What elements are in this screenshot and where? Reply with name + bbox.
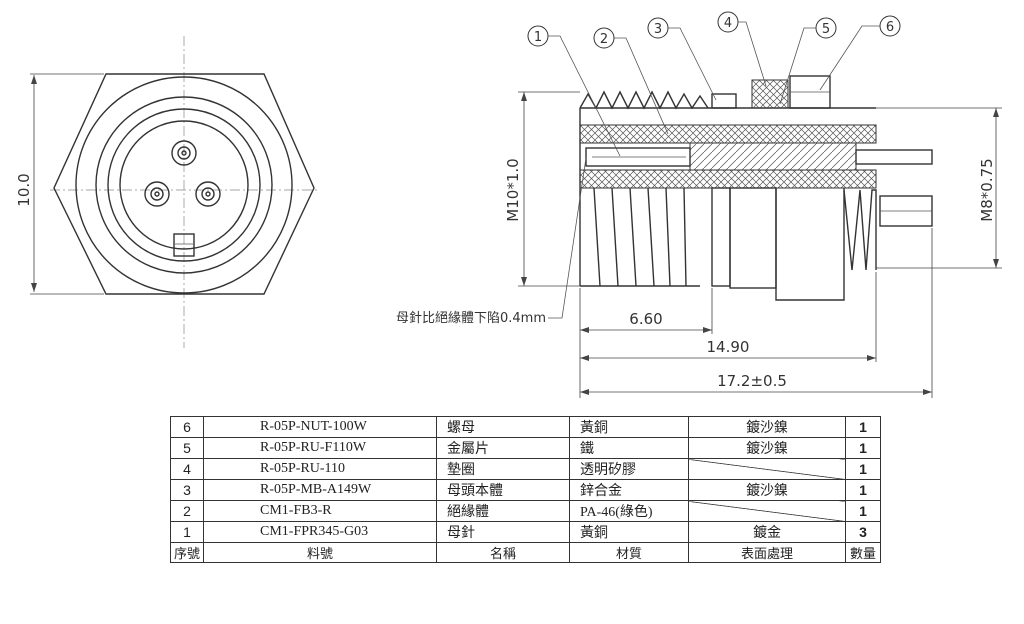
row-finish-empty xyxy=(688,500,846,522)
header-name: 名稱 xyxy=(436,542,570,563)
svg-text:2: 2 xyxy=(600,32,608,47)
table-row: 4 R-05P-RU-110 墊圈 透明矽膠 1 xyxy=(170,458,881,480)
row-part-number: R-05P-RU-F110W xyxy=(203,437,437,459)
header-part-number: 料號 xyxy=(203,542,437,563)
row-material: PA-46(綠色) xyxy=(569,500,689,522)
dim-length-b: 14.90 xyxy=(707,338,750,356)
svg-text:1: 1 xyxy=(534,30,542,45)
header-qty: 數量 xyxy=(845,542,881,563)
svg-text:3: 3 xyxy=(654,22,662,37)
bill-of-materials-table: 6 R-05P-NUT-100W 螺母 黃銅 鍍沙鎳 1 5 R-05P-RU-… xyxy=(170,416,881,563)
row-finish: 鍍沙鎳 xyxy=(688,479,846,501)
balloon-2: 2 xyxy=(593,27,669,135)
row-no: 4 xyxy=(170,458,204,480)
row-part-number: R-05P-MB-A149W xyxy=(203,479,437,501)
row-qty: 1 xyxy=(845,437,881,459)
row-no: 6 xyxy=(170,416,204,438)
row-finish: 鍍金 xyxy=(688,521,846,543)
row-no: 2 xyxy=(170,500,204,522)
table-row: 1 CM1-FPR345-G03 母針 黃銅 鍍金 3 xyxy=(170,521,881,543)
header-material: 材質 xyxy=(569,542,689,563)
row-qty: 1 xyxy=(845,458,881,480)
row-finish-empty xyxy=(688,458,846,480)
row-finish: 鍍沙鎳 xyxy=(688,416,846,438)
header-no: 序號 xyxy=(170,542,204,563)
thread-bottom-grooves xyxy=(593,187,687,287)
row-no: 3 xyxy=(170,479,204,501)
dim-length-a: 6.60 xyxy=(629,310,662,328)
balloon-5: 5 xyxy=(779,17,837,105)
row-name: 母針 xyxy=(436,521,570,543)
row-qty: 1 xyxy=(845,416,881,438)
hex-nut-outline xyxy=(53,73,315,295)
row-qty: 3 xyxy=(845,521,881,543)
row-name: 母頭本體 xyxy=(436,479,570,501)
key-slot xyxy=(173,233,195,257)
table-row: 2 CM1-FB3-R 絕緣體 PA-46(綠色) 1 xyxy=(170,500,881,522)
row-qty: 1 xyxy=(845,500,881,522)
row-no: 1 xyxy=(170,521,204,543)
side-view: 1 2 3 4 5 6 xyxy=(396,11,1002,398)
pin-hole-right xyxy=(195,181,221,207)
row-material: 黃銅 xyxy=(569,521,689,543)
front-height-dim: 10.0 xyxy=(15,173,33,206)
row-name: 金屬片 xyxy=(436,437,570,459)
table-row: 3 R-05P-MB-A149W 母頭本體 鋅合金 鍍沙鎳 1 xyxy=(170,479,881,501)
dim-length-total: 17.2±0.5 xyxy=(717,372,787,390)
balloon-3: 3 xyxy=(647,17,717,101)
table-row: 6 R-05P-NUT-100W 螺母 黃銅 鍍沙鎳 1 xyxy=(170,416,881,438)
row-finish: 鍍沙鎳 xyxy=(688,437,846,459)
svg-text:6: 6 xyxy=(886,20,894,35)
balloon-4: 4 xyxy=(717,11,767,87)
row-part-number: CM1-FB3-R xyxy=(203,500,437,522)
header-finish: 表面處理 xyxy=(688,542,846,563)
connector-drawing: 10.0 1 xyxy=(15,11,1002,398)
pin-hole-top xyxy=(171,140,197,166)
balloon-6: 6 xyxy=(819,15,901,91)
row-part-number: R-05P-NUT-100W xyxy=(203,416,437,438)
dim-thread-left: M10*1.0 xyxy=(504,158,522,221)
washer-part4 xyxy=(751,79,789,109)
row-material: 黃銅 xyxy=(569,416,689,438)
row-name: 絕緣體 xyxy=(436,500,570,522)
svg-text:5: 5 xyxy=(822,22,830,37)
thread-top xyxy=(579,90,709,110)
row-part-number: R-05P-RU-110 xyxy=(203,458,437,480)
row-part-number: CM1-FPR345-G03 xyxy=(203,521,437,543)
svg-text:4: 4 xyxy=(724,16,732,31)
row-no: 5 xyxy=(170,437,204,459)
recess-note: 母針比絕緣體下陷0.4mm xyxy=(396,311,546,326)
row-name: 墊圈 xyxy=(436,458,570,480)
row-qty: 1 xyxy=(845,479,881,501)
pin-hole-left xyxy=(144,181,170,207)
row-material: 鋅合金 xyxy=(569,479,689,501)
balloon-1: 1 xyxy=(527,25,621,157)
row-material: 鐵 xyxy=(569,437,689,459)
row-name: 螺母 xyxy=(436,416,570,438)
dim-thread-right: M8*0.75 xyxy=(978,158,996,221)
front-view: 10.0 xyxy=(15,36,318,348)
row-material: 透明矽膠 xyxy=(569,458,689,480)
table-header-row: 序號 料號 名稱 材質 表面處理 數量 xyxy=(170,542,881,563)
table-row: 5 R-05P-RU-F110W 金屬片 鐵 鍍沙鎳 1 xyxy=(170,437,881,459)
